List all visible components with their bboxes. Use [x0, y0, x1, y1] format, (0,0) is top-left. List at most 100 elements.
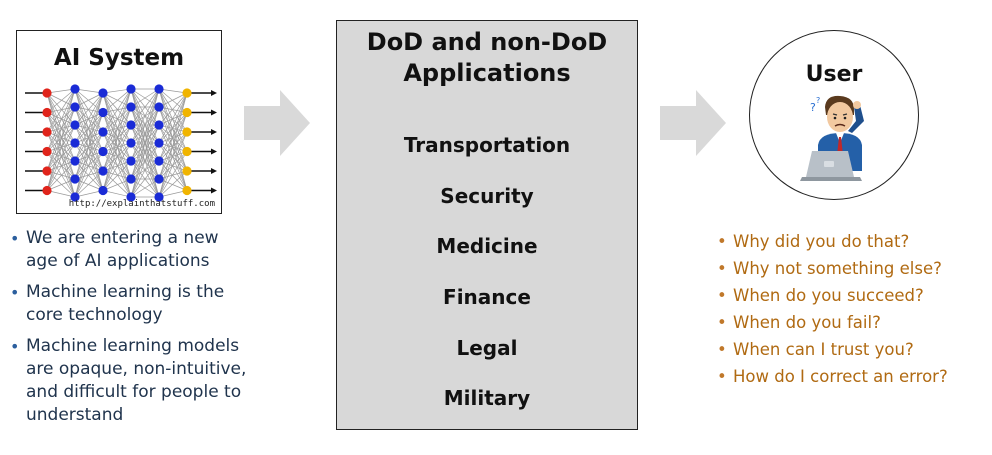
network-connection — [158, 124, 188, 191]
question-item: When can I trust you? — [716, 336, 948, 363]
network-connection — [130, 142, 160, 198]
network-connection — [46, 92, 76, 126]
neural-network-icon — [25, 84, 217, 202]
network-connection — [158, 124, 188, 152]
network-connection — [158, 106, 188, 152]
network-connection — [158, 124, 188, 172]
application-item: Finance — [443, 285, 531, 310]
network-connection — [102, 160, 132, 191]
network-connection — [158, 88, 188, 172]
network-node — [70, 84, 80, 94]
network-connection — [102, 131, 132, 198]
ai-bullet-1: We are entering a new age of AI applicat… — [10, 227, 250, 273]
network-connection — [74, 124, 104, 152]
right-arrow-icon — [660, 90, 726, 156]
network-connection — [102, 112, 132, 162]
network-node — [126, 174, 136, 184]
network-connection — [46, 131, 76, 198]
network-connection — [158, 160, 188, 172]
ai-system-title: AI System — [53, 45, 185, 71]
network-connection — [46, 88, 76, 191]
network-node — [98, 88, 108, 98]
network-connection — [74, 124, 104, 191]
network-node — [182, 127, 192, 137]
network-connection — [102, 92, 132, 180]
right-arrow-icon — [244, 90, 310, 156]
applications-list: Transportation Security Medicine Finance… — [337, 131, 637, 435]
network-node — [126, 138, 136, 148]
network-node — [154, 120, 164, 130]
network-connection — [158, 142, 188, 191]
network-connection — [74, 88, 104, 133]
network-connection — [74, 142, 104, 172]
network-connection — [130, 88, 160, 162]
source-url: http://explainthatstuff.com — [68, 199, 215, 209]
network-connection — [46, 131, 76, 162]
ai-bullets: We are entering a new age of AI applicat… — [10, 227, 250, 435]
network-connection — [46, 170, 76, 198]
network-connection — [130, 88, 160, 144]
network-connection — [158, 142, 188, 172]
network-connection — [46, 106, 76, 191]
application-item: Transportation — [403, 133, 571, 157]
network-connection — [46, 112, 76, 180]
network-node — [42, 127, 52, 137]
network-connection — [74, 151, 104, 198]
network-node — [70, 120, 80, 130]
application-item: Security — [440, 183, 534, 208]
network-node — [42, 107, 52, 118]
network-connection — [158, 124, 188, 133]
network-connection — [46, 88, 76, 133]
network-connection — [46, 112, 76, 198]
network-node — [42, 88, 52, 98]
network-connection — [158, 112, 188, 198]
network-node — [70, 156, 80, 166]
network-connection — [74, 112, 104, 198]
network-connection — [74, 142, 104, 191]
network-connection — [102, 124, 132, 191]
network-connection — [102, 112, 132, 126]
network-node — [154, 102, 164, 112]
output-arrowhead — [211, 90, 217, 96]
network-node — [42, 146, 52, 157]
network-connection — [74, 131, 104, 144]
network-connection — [158, 106, 188, 133]
network-node — [126, 156, 136, 166]
svg-text:?: ? — [810, 101, 816, 114]
output-arrowhead — [211, 187, 217, 194]
network-connection — [158, 160, 188, 191]
network-connection — [74, 160, 104, 191]
network-connection — [74, 190, 104, 198]
network-connection — [46, 142, 76, 152]
output-arrowhead — [211, 129, 217, 135]
network-connection — [102, 88, 132, 94]
network-connection — [74, 92, 104, 144]
network-connection — [158, 151, 188, 162]
question-item: Why did you do that? — [716, 228, 948, 255]
network-connection — [158, 106, 188, 191]
network-connection — [102, 131, 132, 162]
network-connection — [46, 112, 76, 162]
network-node — [154, 174, 164, 184]
network-connection — [102, 190, 132, 198]
network-connection — [158, 131, 188, 198]
network-connection — [46, 88, 76, 113]
network-node — [126, 192, 136, 202]
network-node — [98, 127, 108, 137]
output-arrowhead — [211, 109, 217, 116]
network-connection — [74, 92, 104, 180]
network-connection — [130, 160, 160, 198]
network-connection — [74, 131, 104, 198]
network-connection — [130, 88, 160, 180]
network-connection — [102, 88, 132, 191]
network-connection — [158, 106, 188, 172]
network-connection — [102, 151, 132, 198]
network-node — [182, 166, 192, 176]
network-connection — [158, 92, 188, 180]
network-connection — [74, 170, 104, 180]
network-connection — [46, 151, 76, 198]
network-connection — [74, 170, 104, 198]
network-connection — [46, 124, 76, 133]
network-connection — [102, 92, 132, 144]
network-connection — [158, 170, 188, 180]
